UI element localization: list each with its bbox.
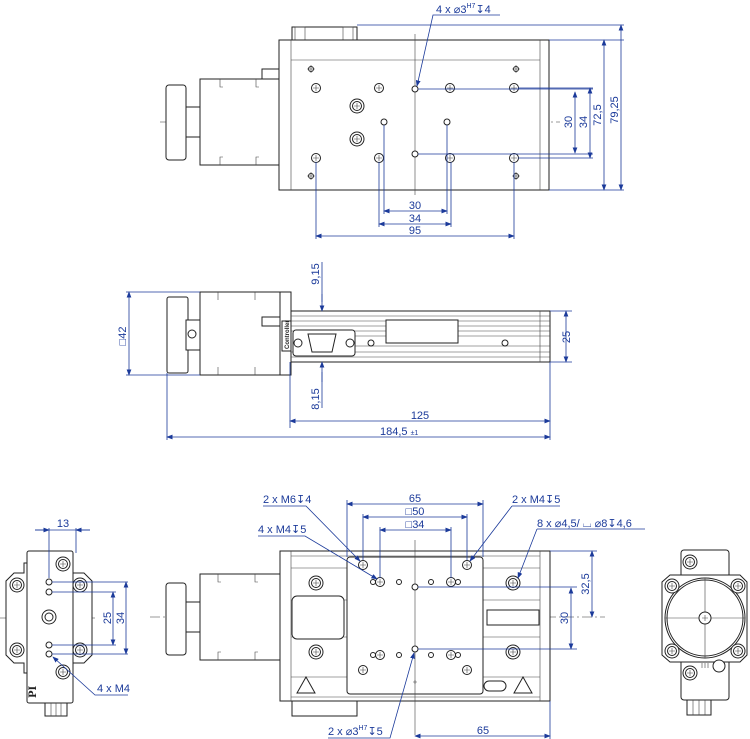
dim-95-h: 95 <box>409 225 421 237</box>
callout-4x-d3: 4 x ⌀3H7↧4 <box>436 3 491 16</box>
side-view: Controller □42 9,15 8,15 25 125 184,5 ±1 <box>117 262 573 440</box>
dim-25-left: 25 <box>102 612 114 624</box>
dim-8-15: 8,15 <box>310 388 322 409</box>
dim-25: 25 <box>561 331 573 343</box>
top-view: 30 34 95 30 34 72,5 79,25 4 x ⌀3H7↧4 <box>160 3 624 239</box>
controller-label: Controller <box>285 320 291 349</box>
callout-2x-d3: 2 x ⌀3H7↧5 <box>328 725 383 738</box>
dim-30: 30 <box>559 612 571 624</box>
connector-bottom <box>291 700 358 717</box>
callout-2x-m6: 2 x M6↧4 <box>263 494 311 506</box>
dim-184-5: 184,5 ±1 <box>380 426 418 438</box>
bottom-view: 65 □50 □34 32,5 30 65 2 x M6↧4 2 x M4↧5 … <box>150 493 645 739</box>
callout-4x-m4-left: 4 x M4 <box>97 683 130 695</box>
callout-2x-m4: 2 x M4↧5 <box>512 494 560 506</box>
motor <box>199 573 281 661</box>
dim-34-square: □34 <box>406 519 425 531</box>
left-end-view: PI 13 25 34 4 x M4 <box>0 518 130 717</box>
knob <box>165 84 187 161</box>
dim-42: □42 <box>117 327 129 346</box>
knob <box>165 582 187 656</box>
motor <box>199 291 281 376</box>
dim-65-bottom: 65 <box>477 725 489 737</box>
callout-4x-m4: 4 x M4↧5 <box>258 524 306 536</box>
motor <box>199 78 280 166</box>
dim-34-v: 34 <box>578 116 590 128</box>
connector-top <box>291 26 358 41</box>
dim-79-25: 79,25 <box>609 96 621 124</box>
knob <box>166 296 189 374</box>
dim-32-5: 32,5 <box>580 573 592 594</box>
dim-125: 125 <box>411 410 429 422</box>
dim-72-5: 72,5 <box>592 104 604 125</box>
dim-65-top: 65 <box>409 493 421 505</box>
dim-9-15: 9,15 <box>310 263 322 284</box>
callout-8x-counterbore: 8 x ⌀4,5/ ⌴ ⌀8↧4,6 <box>537 518 632 530</box>
end-plate <box>26 550 74 704</box>
dim-30-h: 30 <box>409 200 421 212</box>
dim-50-square: □50 <box>406 506 425 518</box>
dim-13: 13 <box>57 518 69 530</box>
pi-logo: PI <box>28 685 39 698</box>
right-end-view <box>661 549 748 716</box>
dim-34-left: 34 <box>115 612 127 624</box>
dim-30-v: 30 <box>563 116 575 128</box>
dim-34-h: 34 <box>409 213 421 225</box>
stage-body <box>278 39 550 191</box>
